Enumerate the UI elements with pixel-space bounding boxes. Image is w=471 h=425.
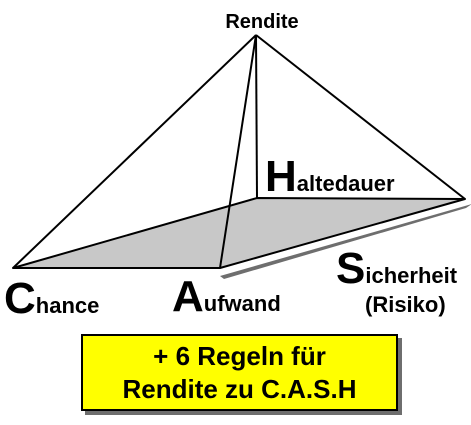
label-haltedauer: Haltedauer — [265, 152, 395, 201]
edge-apex-sicherheit — [255, 34, 466, 200]
label-aufwand: Aufwand — [172, 272, 281, 321]
label-aufwand-rest: ufwand — [204, 291, 281, 316]
label-haltedauer-initial: H — [265, 152, 297, 201]
label-chance-initial: C — [4, 274, 36, 323]
label-sicherheit: Sicherheit — [336, 244, 458, 293]
label-sicherheit-initial: S — [336, 244, 365, 293]
label-aufwand-initial: A — [172, 272, 204, 321]
edge-apex-aufwand — [219, 34, 257, 269]
edge-apex-haltedauer — [255, 34, 258, 199]
pyramid-base — [12, 197, 466, 269]
banner-line-2: Rendite zu C.A.S.H — [122, 373, 357, 404]
rules-banner: + 6 Regeln für Rendite zu C.A.S.H — [81, 334, 398, 411]
label-risiko: (Risiko) — [365, 292, 446, 317]
edge-apex-chance — [12, 34, 257, 269]
banner-line-1: + 6 Regeln für — [153, 340, 326, 371]
label-chance: Chance — [4, 274, 99, 323]
apex-label: Rendite — [225, 11, 298, 33]
label-sicherheit-rest: icherheit — [365, 263, 457, 288]
label-haltedauer-rest: altedauer — [297, 171, 395, 196]
pyramid-base-shadow — [220, 204, 471, 279]
label-chance-rest: hance — [36, 293, 100, 318]
